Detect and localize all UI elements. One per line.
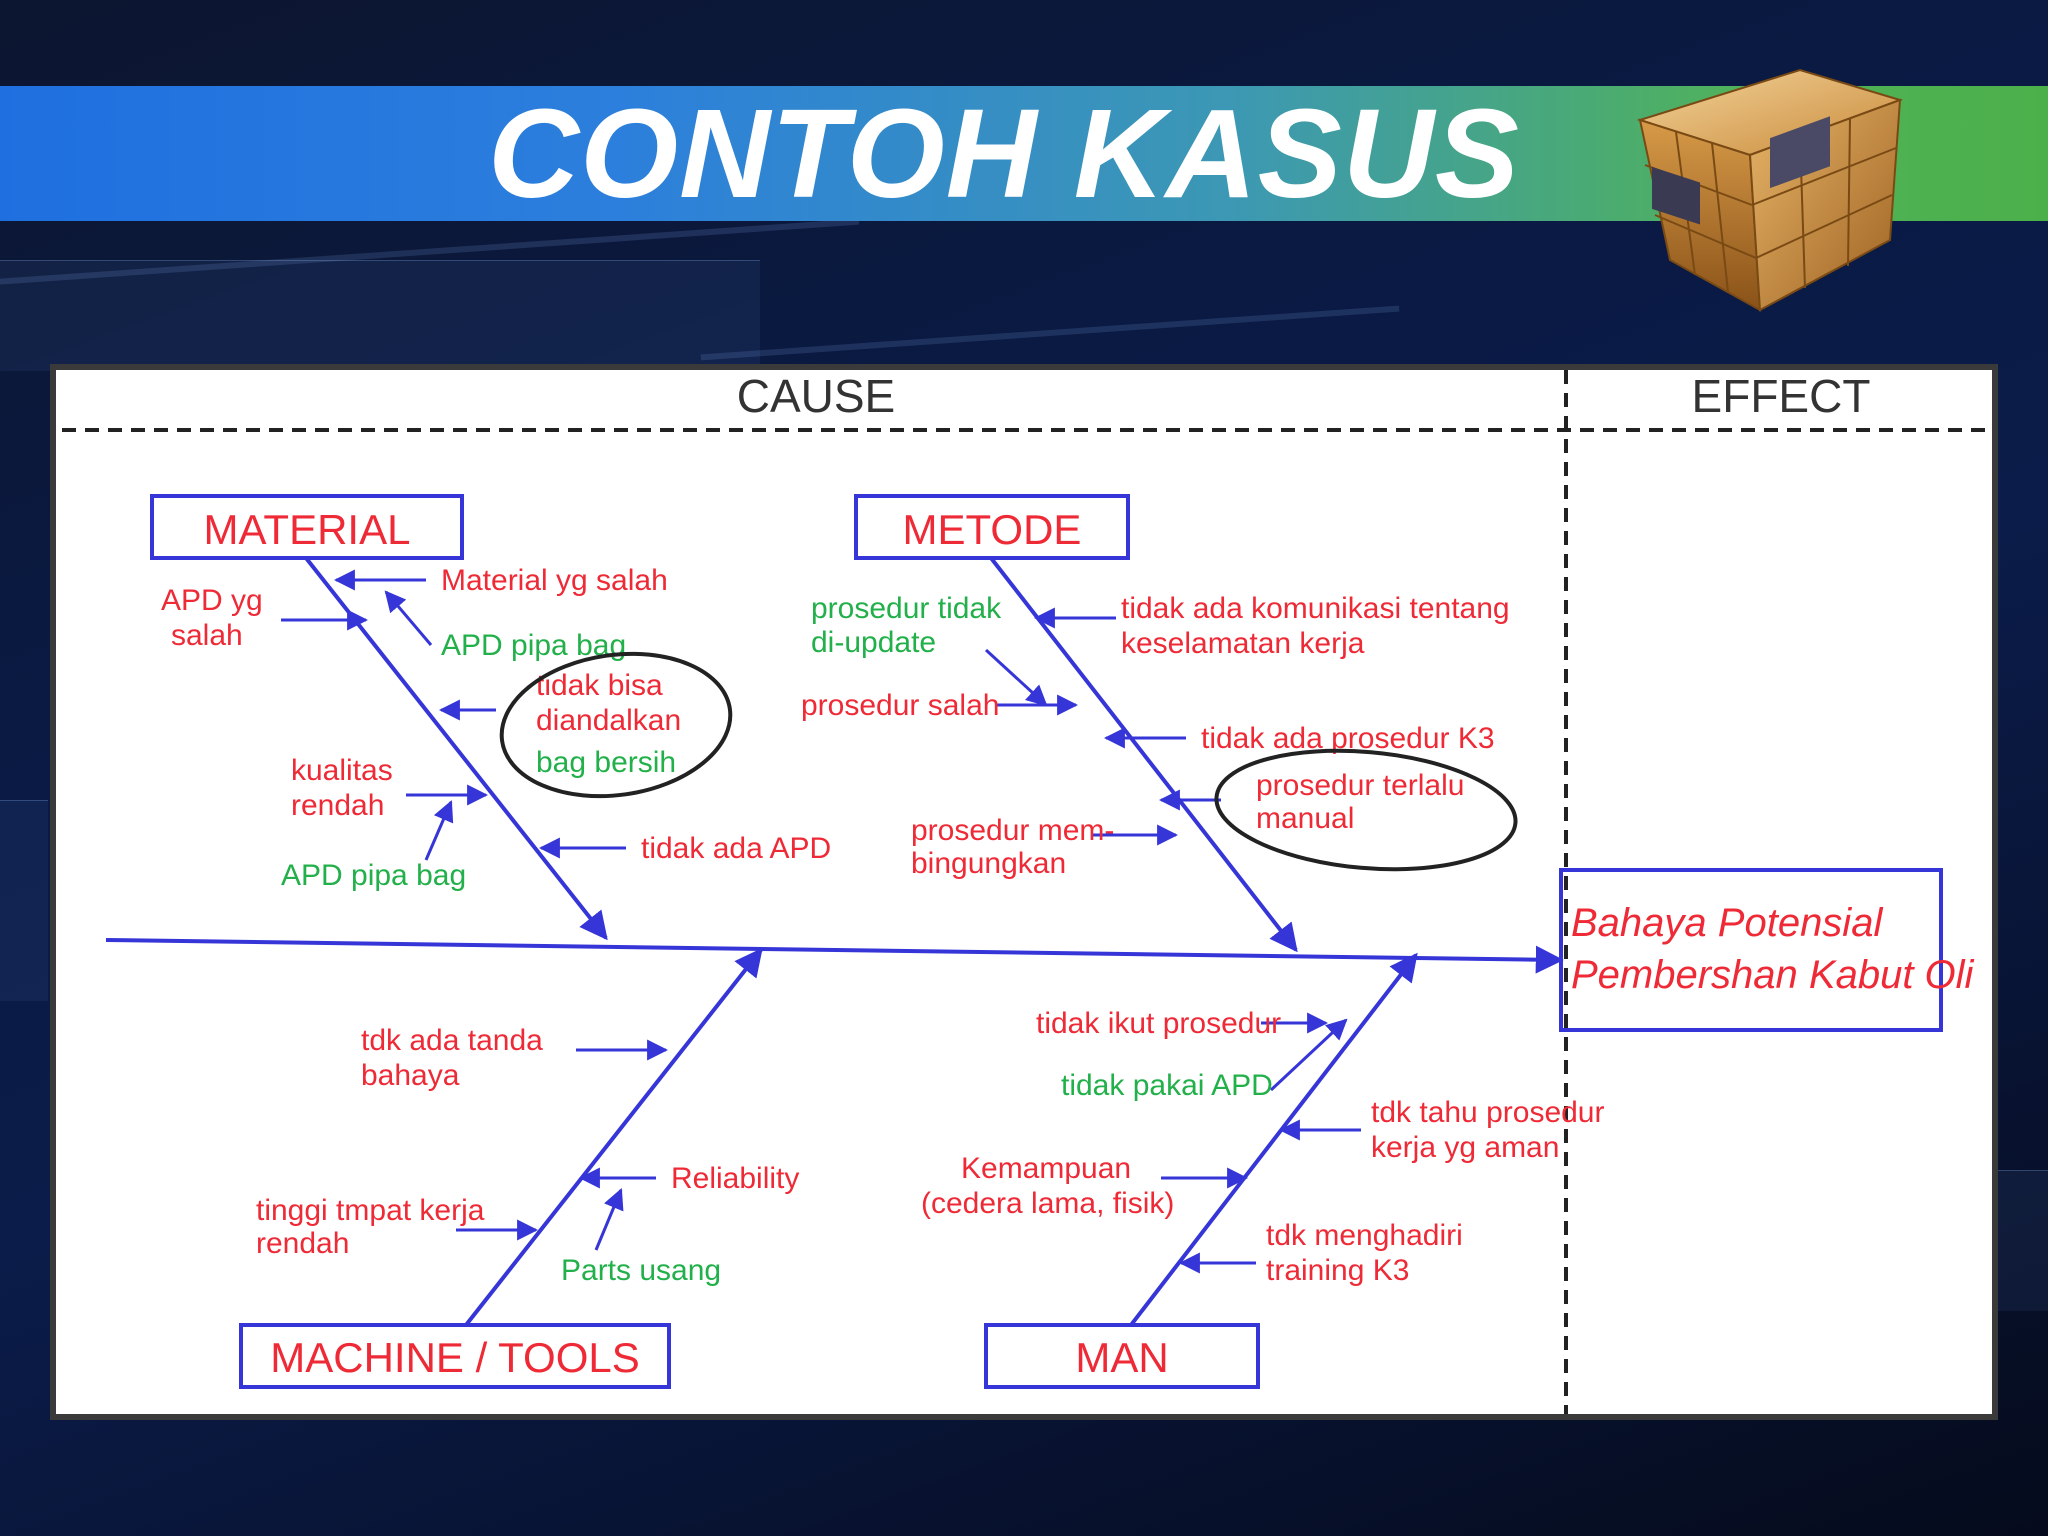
cause-tanda-1: tdk ada tanda <box>361 1024 543 1057</box>
cause-membingungkan-2: bingungkan <box>911 847 1066 880</box>
cause-komunikasi-1: tidak ada komunikasi tentang <box>1121 592 1510 625</box>
cause-tidak-pakai: tidak pakai APD <box>1061 1069 1273 1102</box>
cause-material-yg-salah: Material yg salah <box>441 564 668 597</box>
cause-prosedur-tidak-2: di-update <box>811 626 936 659</box>
category-metode: METODE <box>903 506 1082 553</box>
cause-terlalu-manual-2: manual <box>1256 802 1354 835</box>
fishbone-diagram: CAUSE EFFECT Bahaya Potensial Pembershan… <box>50 364 1998 1420</box>
cause-kemampuan-2: (cedera lama, fisik) <box>921 1187 1174 1220</box>
background-panel <box>0 800 48 1001</box>
cause-kualitas-1: kualitas <box>291 754 393 787</box>
highlight-circle-metode <box>1214 748 1518 872</box>
cause-terlalu-manual-1: prosedur terlalu <box>1256 769 1464 802</box>
cause-kemampuan-1: Kemampuan <box>961 1152 1131 1185</box>
cause-tahu-2: kerja yg aman <box>1371 1131 1559 1164</box>
cause-tidak-bisa-2: diandalkan <box>536 704 681 737</box>
cause-training-2: training K3 <box>1266 1254 1409 1287</box>
cause-reliability: Reliability <box>671 1162 799 1195</box>
fishbone-svg: CAUSE EFFECT Bahaya Potensial Pembershan… <box>62 370 1986 1414</box>
category-man: MAN <box>1075 1334 1168 1381</box>
cause-apd-yg-salah-1: APD yg <box>161 584 263 617</box>
man-bone <box>1129 952 1418 1327</box>
cause-tidak-ada-apd: tidak ada APD <box>641 832 831 865</box>
arrow <box>384 590 433 646</box>
cause-tanda-2: bahaya <box>361 1059 460 1092</box>
arrow <box>424 800 454 861</box>
background-panel <box>0 260 760 371</box>
cause-header: CAUSE <box>737 370 895 422</box>
cause-prosedur-salah: prosedur salah <box>801 689 999 722</box>
cause-training-1: tdk menghadiri <box>1266 1219 1463 1252</box>
category-box-machine <box>239 1323 671 1389</box>
effect-header: EFFECT <box>1692 370 1871 422</box>
cube-logo-icon <box>1636 68 1904 312</box>
effect-text-line2: Pembershan Kabut Oli <box>1571 953 1975 997</box>
cause-tahu-1: tdk tahu prosedur <box>1371 1096 1604 1129</box>
cause-komunikasi-2: keselamatan kerja <box>1121 627 1365 660</box>
background-streak <box>700 305 1400 361</box>
category-box-man <box>984 1323 1260 1389</box>
cause-membingungkan-1: prosedur mem- <box>911 814 1114 847</box>
cause-tinggi-1: tinggi tmpat kerja <box>256 1194 485 1227</box>
slide-title: CONTOH KASUS <box>488 83 1520 224</box>
machine-bone <box>464 947 763 1327</box>
arrow <box>984 648 1048 707</box>
cause-tidak-ikut: tidak ikut prosedur <box>1036 1007 1281 1040</box>
cause-tidak-bisa-1: tidak bisa <box>536 669 663 702</box>
cause-kualitas-2: rendah <box>291 789 384 822</box>
cause-tinggi-2: rendah <box>256 1227 349 1260</box>
cause-bag-bersih: bag bersih <box>536 746 676 779</box>
cause-parts-usang: Parts usang <box>561 1254 721 1287</box>
effect-box <box>1559 868 1943 1032</box>
effect-text-line1: Bahaya Potensial <box>1571 901 1883 945</box>
arrow <box>1269 1018 1348 1092</box>
cause-apd-yg-salah-2: salah <box>171 619 243 652</box>
cause-prosedur-tidak-1: prosedur tidak <box>811 592 1002 625</box>
arrow <box>594 1188 624 1251</box>
cause-apd-pipa-bag-2: APD pipa bag <box>281 859 466 892</box>
highlight-circle-material <box>499 651 733 799</box>
category-machine: MACHINE / TOOLS <box>270 1334 640 1381</box>
category-material: MATERIAL <box>204 506 411 553</box>
fishbone-spine <box>105 938 1564 974</box>
